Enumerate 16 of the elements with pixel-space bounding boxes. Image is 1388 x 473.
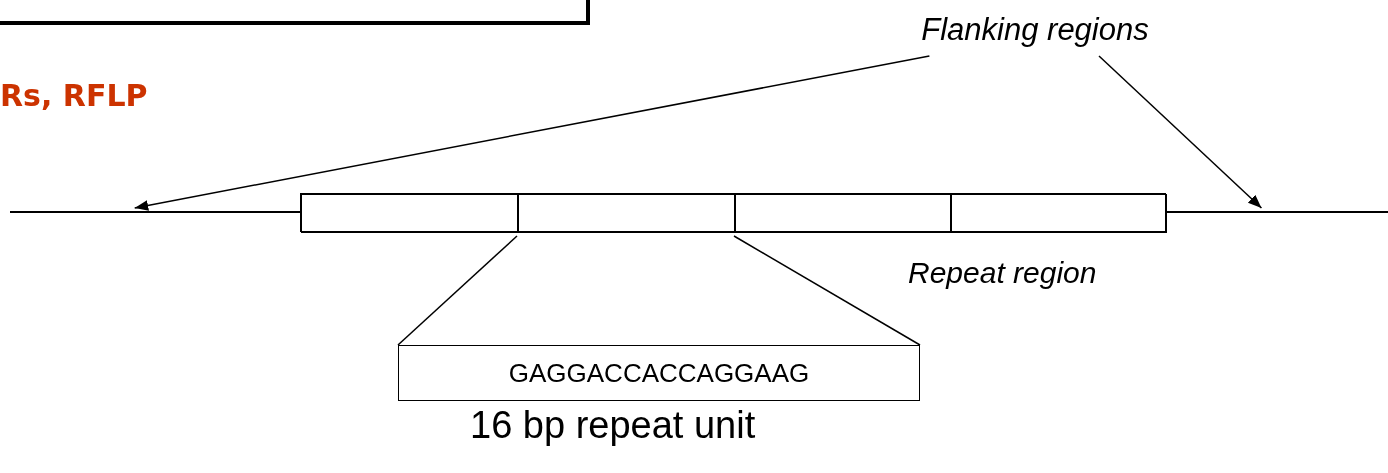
note-text: Rs, RFLP [0, 78, 148, 113]
repeat-region-box [300, 193, 1166, 232]
repeat-unit-box [518, 194, 735, 233]
leader-arrow [1098, 55, 1263, 209]
caption-text: Repeat region [908, 256, 1097, 290]
leader-arrow [133, 55, 931, 211]
sequence-box: GAGGACCACCAGGAAG [398, 345, 920, 401]
callout-text: Flanking regions [875, 8, 1195, 52]
zoom-line [397, 235, 518, 346]
repeat-unit-box [735, 194, 951, 233]
repeat-unit-box [951, 194, 1167, 233]
flanking-dna-line [10, 211, 300, 213]
caption-text: 16 bp repeat unit [470, 404, 756, 447]
flanking-dna-line [1166, 211, 1388, 213]
repeat-unit-box [301, 194, 518, 233]
zoom-line [733, 235, 921, 346]
